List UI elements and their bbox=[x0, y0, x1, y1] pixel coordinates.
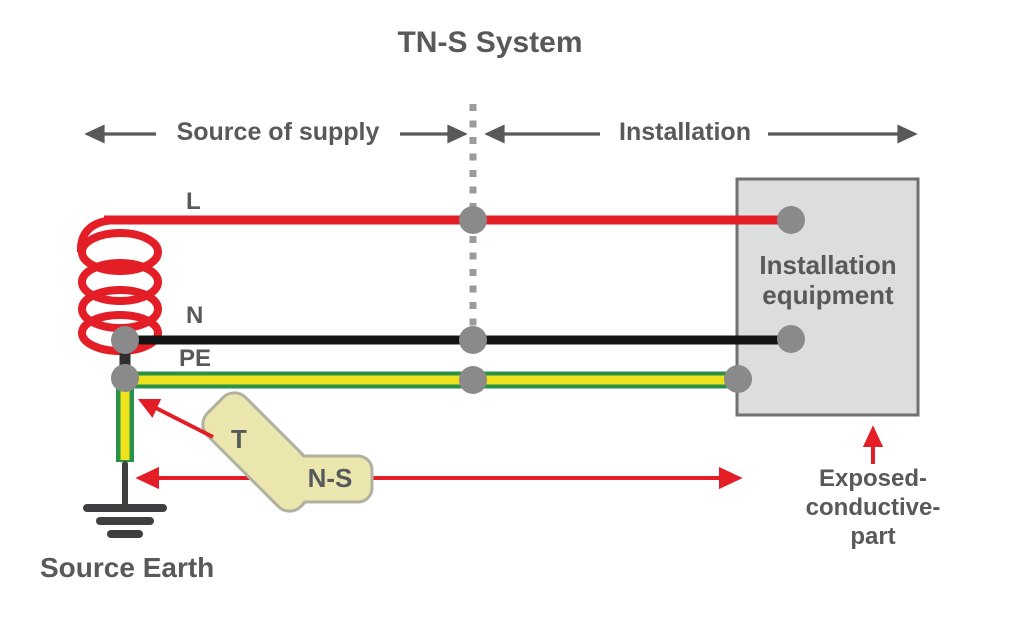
arrow-right-icon bbox=[897, 124, 918, 144]
installation-label: Installation bbox=[619, 118, 751, 146]
connection-nodes bbox=[111, 206, 805, 394]
earth-ground-icon bbox=[83, 461, 167, 538]
ns-tag-label: N-S bbox=[307, 463, 353, 493]
arrow-right-icon bbox=[719, 466, 743, 490]
exposed-conductive-part-label: Exposed- conductive- part bbox=[805, 465, 941, 550]
connection-node bbox=[459, 326, 487, 354]
diagram-title: TN-S System bbox=[397, 26, 583, 59]
section-span-arrows bbox=[84, 124, 918, 144]
connection-node bbox=[111, 326, 139, 354]
connection-node bbox=[724, 365, 752, 393]
arrow-right-icon bbox=[447, 124, 468, 144]
pointer-arrows bbox=[137, 399, 884, 464]
arrow-left-icon bbox=[84, 124, 105, 144]
tns-tag-shape bbox=[201, 391, 374, 513]
connection-node bbox=[111, 364, 139, 392]
t-tag-label: T bbox=[231, 424, 247, 454]
ns-measure-arrow bbox=[135, 466, 743, 490]
neutral-conductor-label: N bbox=[186, 302, 204, 329]
connection-node bbox=[459, 206, 487, 234]
line-conductor-label: L bbox=[186, 188, 201, 215]
t-pointer-arrow bbox=[153, 405, 214, 439]
arrow-left-icon bbox=[135, 466, 159, 490]
source-of-supply-label: Source of supply bbox=[176, 118, 380, 146]
pe-conductor bbox=[116, 371, 738, 462]
pe-conductor-label: PE bbox=[179, 345, 212, 372]
arrow-up-icon bbox=[862, 425, 884, 447]
connection-node bbox=[459, 366, 487, 394]
installation-equipment-label: Installation equipment bbox=[759, 250, 897, 310]
connection-node bbox=[777, 206, 805, 234]
arrow-up-left-icon bbox=[137, 399, 162, 418]
connection-node bbox=[777, 325, 805, 353]
arrow-left-icon bbox=[484, 124, 505, 144]
source-earth-label: Source Earth bbox=[40, 552, 215, 583]
